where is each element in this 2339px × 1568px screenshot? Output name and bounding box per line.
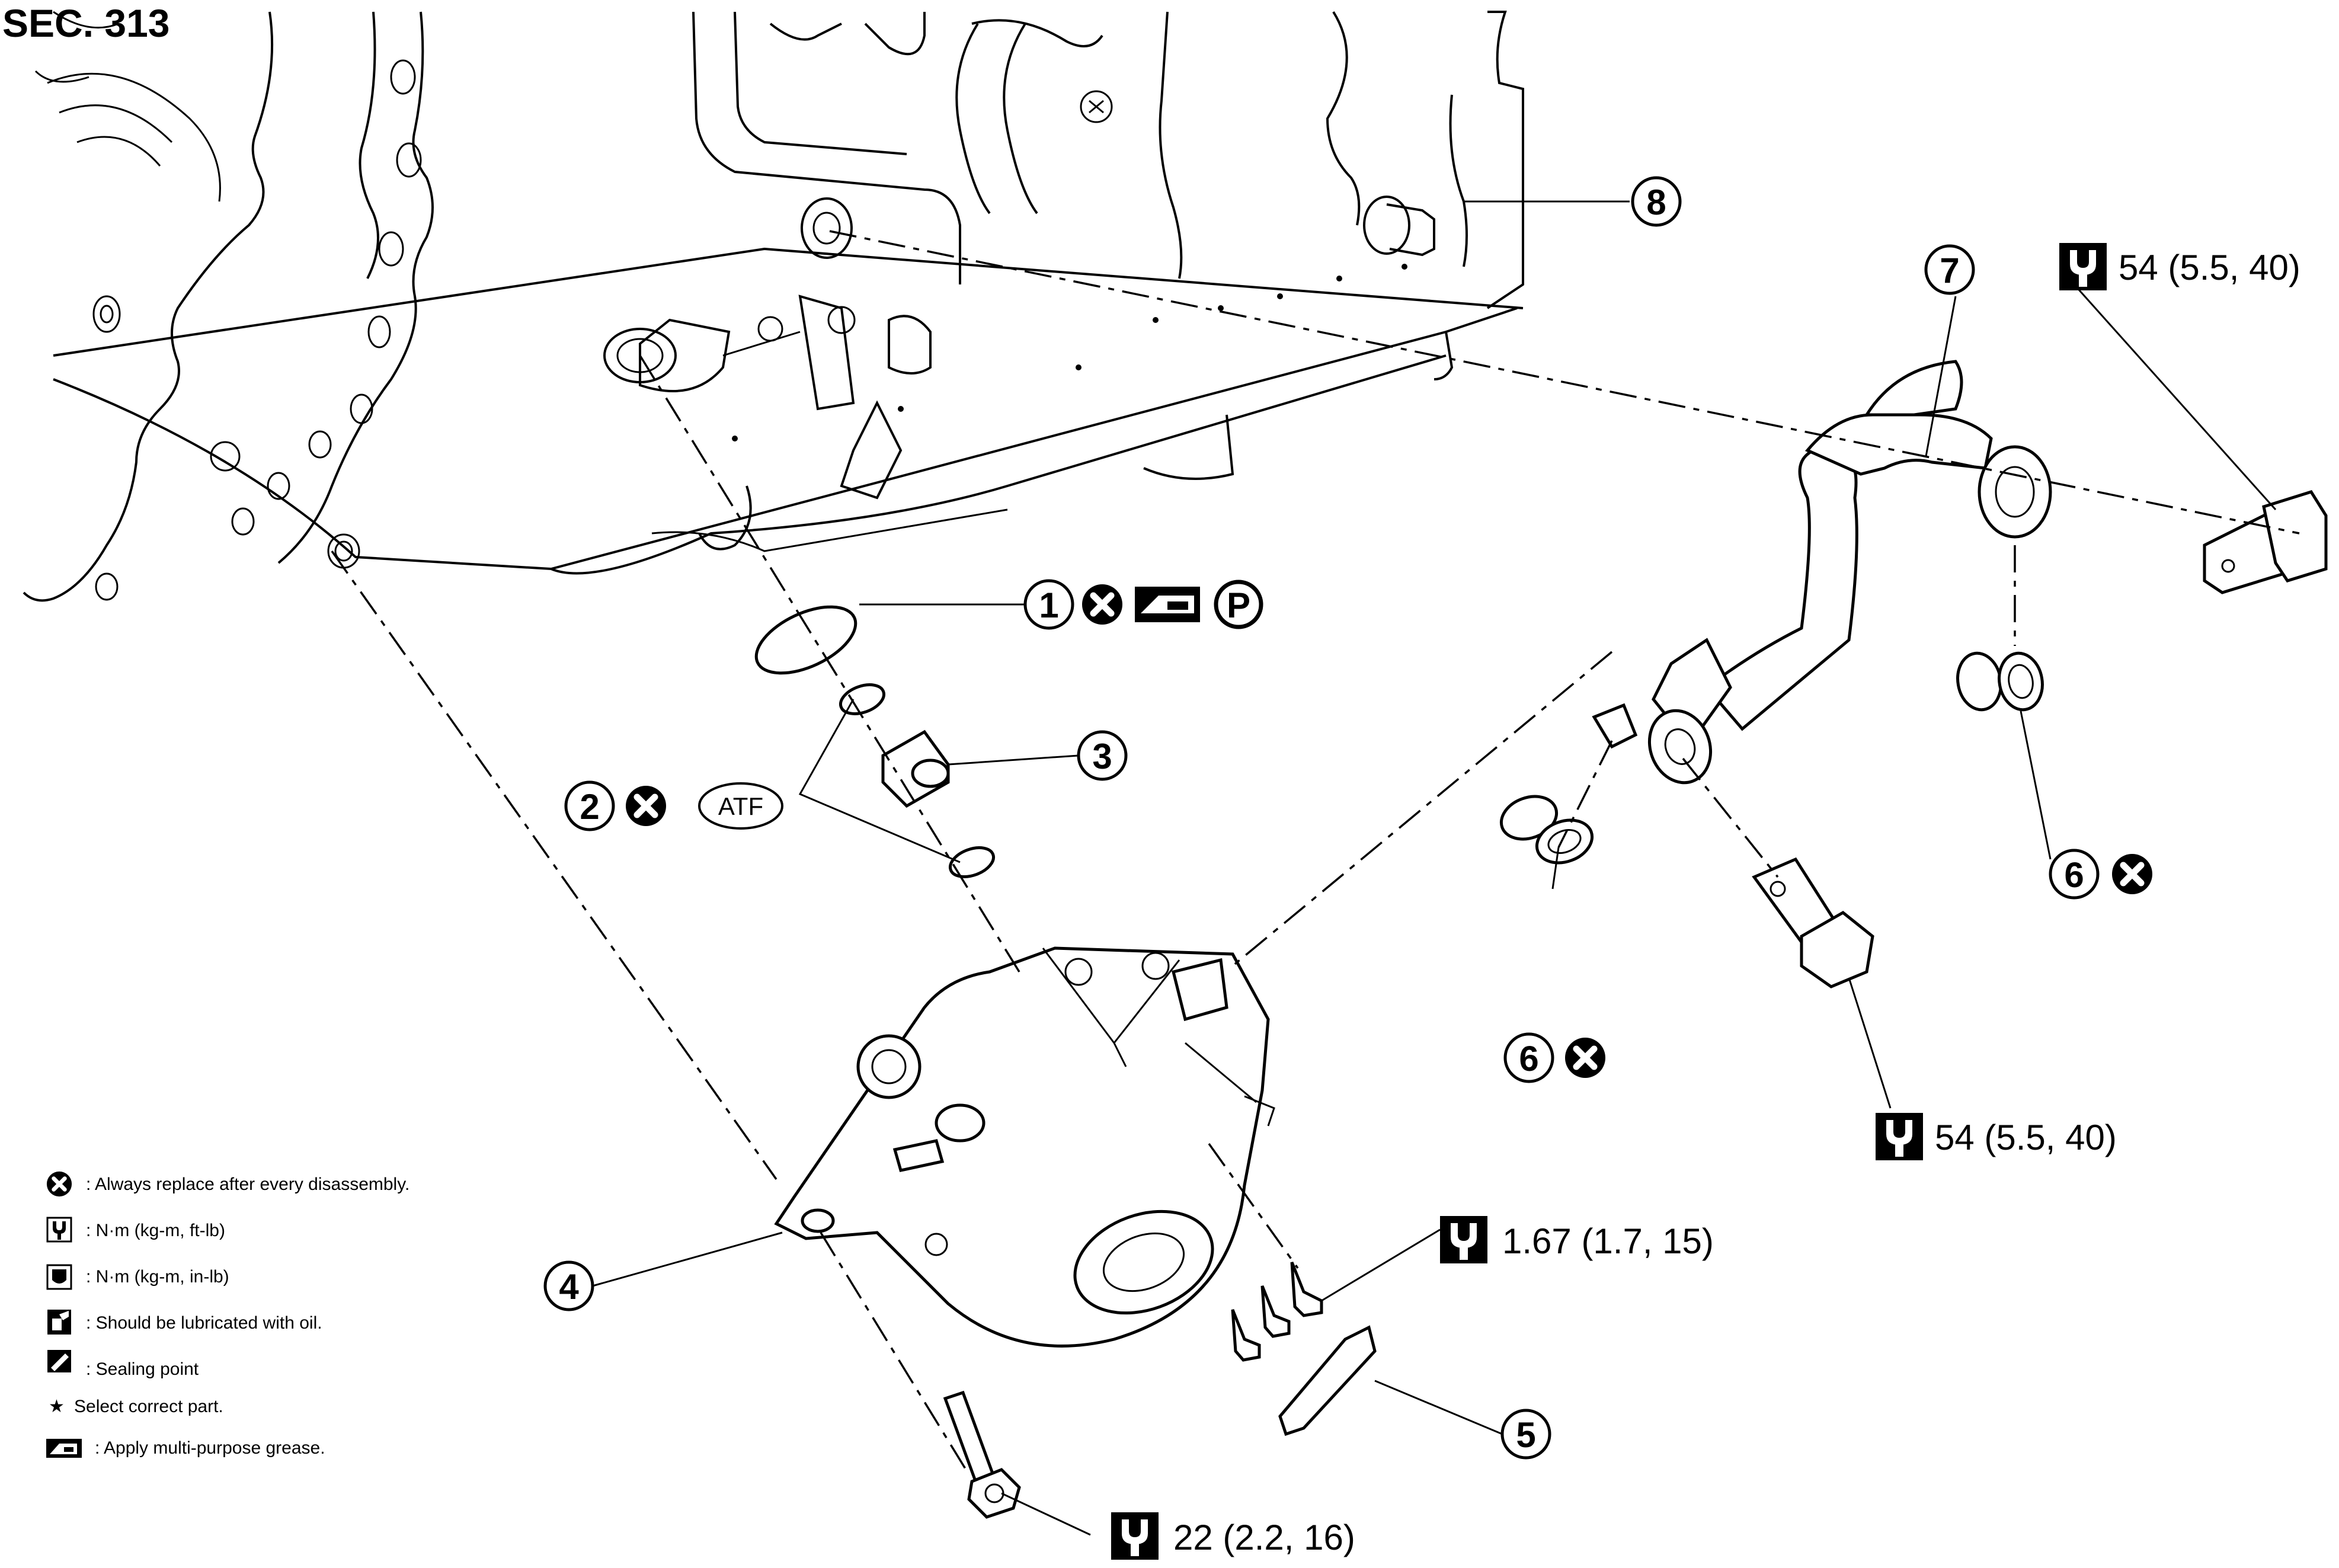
callout-4: 4 xyxy=(543,1260,594,1311)
star-icon: ★ xyxy=(49,1397,65,1416)
banjo-bolt-upper xyxy=(2203,490,2328,594)
legend-item: : Should be lubricated with oil. xyxy=(47,1310,322,1335)
bracket-clip xyxy=(1278,1325,1377,1436)
always-replace-icon xyxy=(2112,854,2152,894)
svg-text:7: 7 xyxy=(1940,251,1959,290)
callout-1: 1 xyxy=(1023,579,1074,630)
callout-6-left: 6 xyxy=(1503,1032,1554,1083)
banjo-bolt-lower xyxy=(1752,857,1874,988)
svg-text:: Sealing point: : Sealing point xyxy=(86,1359,199,1379)
legend-item: : Apply multi-purpose grease. xyxy=(46,1438,325,1458)
section-title: SEC. 313 xyxy=(2,1,170,45)
torque-wrench-icon xyxy=(1440,1216,1487,1263)
svg-text:: Should be lubricated with oi: : Should be lubricated with oil. xyxy=(86,1313,322,1333)
torque-wrench-icon xyxy=(2059,243,2107,290)
svg-text:P: P xyxy=(1227,585,1250,625)
always-replace-icon xyxy=(1565,1038,1605,1078)
legend-item: : N·m (kg-m, in-lb) xyxy=(46,1264,229,1290)
torque-spec-lower-bolt: 54 (5.5, 40) xyxy=(1935,1118,2117,1157)
svg-text:2: 2 xyxy=(580,787,599,827)
grease-icon xyxy=(1135,587,1200,622)
o-ring-small-lower xyxy=(949,846,995,878)
washer-pair-right xyxy=(1956,651,2044,712)
always-replace-icon xyxy=(1082,584,1122,625)
svg-text:6: 6 xyxy=(2064,855,2084,895)
legend-item: ★ Select correct part. xyxy=(49,1397,223,1416)
svg-text:5: 5 xyxy=(1516,1415,1535,1455)
torque-spec-bottom-bolt: 22 (2.2, 16) xyxy=(1173,1518,1355,1557)
svg-text:1: 1 xyxy=(1039,585,1058,625)
alignment-lines xyxy=(331,230,2300,1470)
callout-6-right: 6 xyxy=(2049,849,2100,900)
svg-text:4: 4 xyxy=(559,1267,579,1307)
leader-lines xyxy=(592,200,2277,1536)
mounting-screws xyxy=(1231,1262,1323,1362)
torque-spec-upper-bolt: 54 (5.5, 40) xyxy=(2119,248,2300,287)
torque-spec-screws: 1.67 (1.7, 15) xyxy=(1502,1221,1714,1261)
washer-pair-left xyxy=(1499,795,1594,865)
legend-item: : Sealing point xyxy=(47,1350,199,1379)
connector-sleeve xyxy=(881,729,950,808)
svg-text:6: 6 xyxy=(1519,1039,1538,1079)
svg-text:8: 8 xyxy=(1646,183,1666,222)
transmission-case xyxy=(23,11,1524,602)
svg-text:Select correct part.: Select correct part. xyxy=(74,1397,223,1416)
callout-7: 7 xyxy=(1924,244,1975,295)
legend-item: : Always replace after every disassembly… xyxy=(47,1172,409,1196)
always-replace-icon xyxy=(626,786,666,826)
svg-text:: N·m (kg-m, ft-lb): : N·m (kg-m, ft-lb) xyxy=(86,1221,225,1240)
o-ring-small-upper xyxy=(839,683,885,715)
callout-2: 2 xyxy=(564,780,615,831)
oil-cooler-assembly xyxy=(774,946,1275,1348)
svg-text:: N·m (kg-m, in-lb): : N·m (kg-m, in-lb) xyxy=(86,1267,229,1287)
o-ring-large xyxy=(754,605,857,675)
svg-text:: Always replace after every d: : Always replace after every disassembly… xyxy=(86,1175,409,1194)
svg-text:: Apply multi-purpose grease.: : Apply multi-purpose grease. xyxy=(95,1438,325,1458)
fluid-cooler-hose xyxy=(1592,360,2052,785)
legend: : Always replace after every disassembly… xyxy=(46,1172,409,1458)
callout-8: 8 xyxy=(1631,176,1682,227)
svg-text:ATF: ATF xyxy=(718,792,763,820)
callout-5: 5 xyxy=(1500,1409,1551,1460)
torque-wrench-icon xyxy=(1876,1113,1923,1160)
legend-item: : N·m (kg-m, ft-lb) xyxy=(46,1217,225,1243)
torque-wrench-icon xyxy=(1111,1512,1159,1560)
svg-text:3: 3 xyxy=(1092,737,1112,776)
callout-3: 3 xyxy=(1077,730,1128,781)
p-symbol-icon: P xyxy=(1214,580,1263,629)
atf-badge: ATF xyxy=(698,782,783,830)
bottom-bolt xyxy=(943,1390,1021,1519)
